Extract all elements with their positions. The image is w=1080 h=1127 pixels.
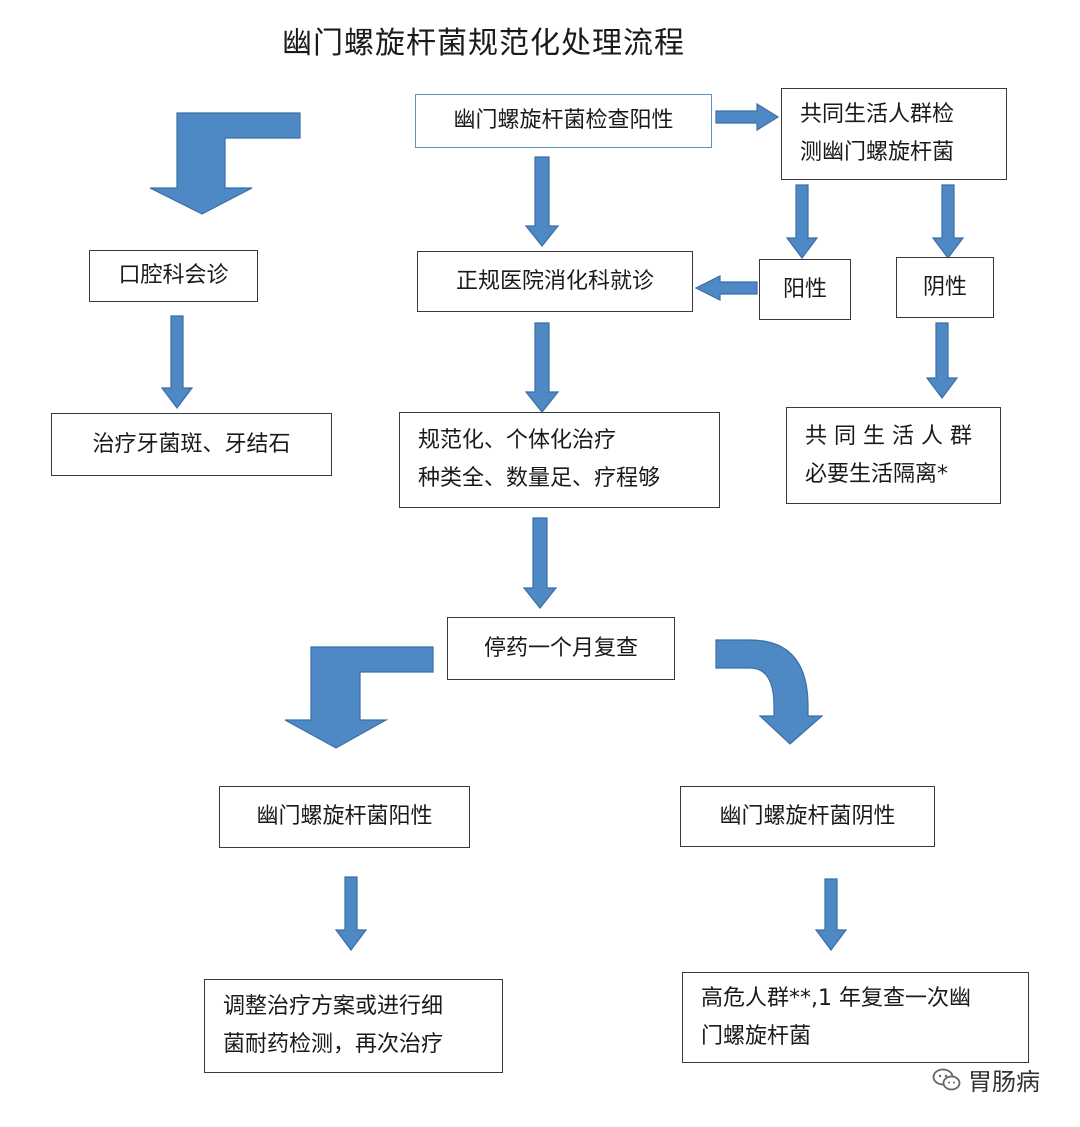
node-dental-treatment: 治疗牙菌斑、牙结石 xyxy=(51,413,332,476)
node-standard-treatment: 规范化、个体化治疗 种类全、数量足、疗程够 xyxy=(399,412,720,508)
node-hp-positive: 幽门螺旋杆菌阳性 xyxy=(219,786,470,848)
arrow-start-to-family-test xyxy=(715,102,780,132)
arrow-recheck-to-hp-negative xyxy=(715,639,824,745)
node-family-isolation-line-2: 必要生活隔离* xyxy=(805,461,949,487)
node-hospital-visit-text: 正规医院消化科就诊 xyxy=(455,268,654,294)
node-negative-text: 阴性 xyxy=(922,274,967,300)
node-adjust-treatment: 调整治疗方案或进行细 菌耐药检测，再次治疗 xyxy=(204,979,503,1073)
watermark-label: 胃肠病 xyxy=(968,1068,1040,1096)
arrow-to-oral-consult xyxy=(149,112,301,215)
node-negative: 阴性 xyxy=(896,257,994,318)
arrow-hp-negative-to-high-risk xyxy=(814,878,848,951)
node-hp-negative-text: 幽门螺旋杆菌阴性 xyxy=(719,803,896,829)
node-hospital-visit: 正规医院消化科就诊 xyxy=(417,251,693,312)
wechat-icon xyxy=(932,1068,961,1090)
node-standard-treatment-line-1: 规范化、个体化治疗 xyxy=(418,428,617,453)
node-adjust-treatment-line-2: 菌耐药检测，再次治疗 xyxy=(223,1032,444,1057)
node-family-test: 共同生活人群检 测幽门螺旋杆菌 xyxy=(781,88,1007,180)
node-family-test-line-1: 共同生活人群检 xyxy=(800,102,955,127)
node-high-risk-line-2: 门螺旋杆菌 xyxy=(701,1023,812,1049)
node-adjust-treatment-line-1: 调整治疗方案或进行细 xyxy=(223,994,444,1019)
node-oral-consult: 口腔科会诊 xyxy=(89,250,258,302)
arrow-family-to-negative xyxy=(931,184,965,259)
arrow-family-to-positive xyxy=(785,184,819,259)
diagram-title: 幽门螺旋杆菌规范化处理流程 xyxy=(282,26,685,61)
arrow-hp-positive-to-adjust xyxy=(334,876,368,951)
arrow-negative-to-isolation xyxy=(925,322,959,399)
arrow-recheck-to-hp-positive xyxy=(284,646,434,749)
node-hp-positive-text: 幽门螺旋杆菌阳性 xyxy=(256,804,433,829)
arrow-oral-to-dental xyxy=(160,315,194,409)
node-positive: 阳性 xyxy=(759,259,851,320)
node-start-text: 幽门螺旋杆菌检查阳性 xyxy=(453,108,674,133)
node-hp-negative: 幽门螺旋杆菌阴性 xyxy=(680,786,935,847)
node-family-isolation-line-1: 共 同 生 活 人 群 xyxy=(805,423,972,449)
node-positive-text: 阳性 xyxy=(782,276,827,302)
node-start: 幽门螺旋杆菌检查阳性 xyxy=(415,94,712,148)
arrow-treatment-to-recheck xyxy=(522,517,558,609)
node-recheck-text: 停药一个月复查 xyxy=(483,635,638,661)
arrow-hospital-to-treatment xyxy=(524,322,560,413)
node-high-risk-line-1: 高危人群**,1 年复查一次幽 xyxy=(701,985,971,1011)
node-recheck: 停药一个月复查 xyxy=(447,617,675,680)
node-standard-treatment-line-2: 种类全、数量足、疗程够 xyxy=(418,466,661,491)
node-dental-treatment-text: 治疗牙菌斑、牙结石 xyxy=(92,431,291,457)
watermark: 胃肠病 xyxy=(932,1062,1040,1097)
arrow-start-to-hospital xyxy=(524,156,560,247)
node-high-risk: 高危人群**,1 年复查一次幽 门螺旋杆菌 xyxy=(682,972,1029,1063)
node-oral-consult-text: 口腔科会诊 xyxy=(118,263,229,288)
arrow-positive-to-hospital xyxy=(694,275,758,301)
node-family-test-line-2: 测幽门螺旋杆菌 xyxy=(800,140,955,165)
node-family-isolation: 共 同 生 活 人 群 必要生活隔离* xyxy=(786,407,1001,504)
